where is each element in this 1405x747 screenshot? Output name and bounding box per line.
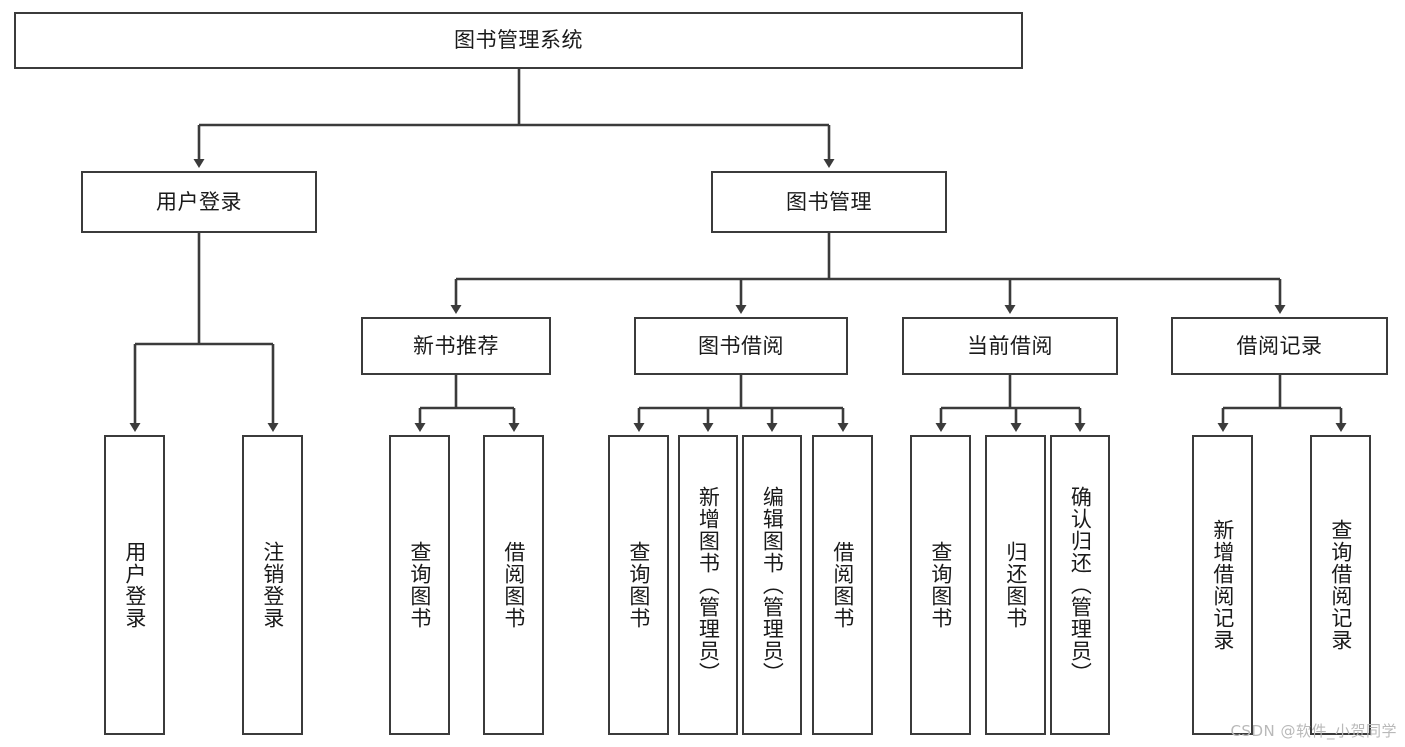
node-label: 用户登录 (156, 189, 242, 214)
node-label: 借阅记录 (1236, 333, 1323, 358)
node-label: 新增借阅记录 (1210, 519, 1235, 651)
node-leaf-addrec[interactable]: 新增借阅记录 (1192, 435, 1253, 735)
node-label: 新增图书（管理员） (696, 486, 721, 684)
node-label: 用户登录 (122, 541, 147, 629)
node-leaf-q2[interactable]: 查询图书 (608, 435, 669, 735)
node-leaf-login[interactable]: 用户登录 (104, 435, 165, 735)
node-label: 确认归还（管理员） (1068, 486, 1093, 684)
node-leaf-q1[interactable]: 查询图书 (389, 435, 450, 735)
node-borrow[interactable]: 图书借阅 (634, 317, 848, 375)
node-label: 注销登录 (260, 541, 285, 629)
node-label: 借阅图书 (501, 541, 526, 629)
node-root[interactable]: 图书管理系统 (14, 12, 1023, 69)
node-label: 新书推荐 (413, 333, 499, 358)
node-leaf-ret[interactable]: 归还图书 (985, 435, 1046, 735)
node-label: 编辑图书（管理员） (760, 486, 785, 684)
node-label: 借阅图书 (830, 541, 855, 629)
node-leaf-qrec[interactable]: 查询借阅记录 (1310, 435, 1371, 735)
node-leaf-b2[interactable]: 借阅图书 (812, 435, 873, 735)
node-label: 图书管理系统 (454, 28, 583, 52)
node-newbooks[interactable]: 新书推荐 (361, 317, 551, 375)
node-records[interactable]: 借阅记录 (1171, 317, 1388, 375)
node-leaf-conf[interactable]: 确认归还（管理员） (1050, 435, 1110, 735)
node-leaf-q3[interactable]: 查询图书 (910, 435, 971, 735)
node-label: 图书借阅 (698, 333, 784, 358)
node-label: 查询借阅记录 (1328, 519, 1353, 651)
node-leaf-add[interactable]: 新增图书（管理员） (678, 435, 738, 735)
node-current[interactable]: 当前借阅 (902, 317, 1118, 375)
node-label: 查询图书 (407, 541, 432, 629)
node-label: 查询图书 (928, 541, 953, 629)
node-login[interactable]: 用户登录 (81, 171, 317, 233)
node-label: 当前借阅 (967, 333, 1053, 358)
node-label: 图书管理 (786, 189, 872, 214)
node-leaf-edit[interactable]: 编辑图书（管理员） (742, 435, 802, 735)
node-leaf-logout[interactable]: 注销登录 (242, 435, 303, 735)
node-leaf-b1[interactable]: 借阅图书 (483, 435, 544, 735)
watermark: CSDN @软件_小贺同学 (1230, 722, 1397, 740)
node-bookmgmt[interactable]: 图书管理 (711, 171, 947, 233)
node-label: 查询图书 (626, 541, 651, 629)
node-label: 归还图书 (1003, 541, 1028, 629)
